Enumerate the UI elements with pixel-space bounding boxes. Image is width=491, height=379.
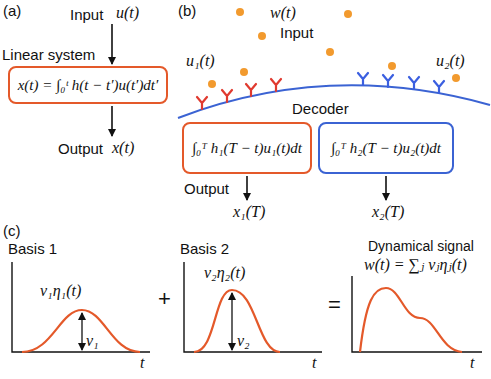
operator-sign: = bbox=[328, 292, 341, 317]
process-box: ∫₀ᵀ h₁(T − t)u₁(t)dt bbox=[182, 122, 312, 174]
axis bbox=[352, 276, 482, 352]
output-arrow bbox=[246, 176, 248, 200]
panel-label: (c) bbox=[3, 222, 21, 239]
process-box: ∫₀ᵀ h₂(T − t)u₂(t)dt bbox=[318, 122, 454, 174]
receptor bbox=[222, 90, 232, 102]
input-arrow bbox=[111, 24, 113, 64]
signal-curve bbox=[360, 288, 462, 352]
panel-label: (b) bbox=[178, 2, 196, 19]
formula-text: x(t) = ∫₀ᵗ h(t − t′)u(t′)dt′ bbox=[18, 77, 159, 94]
basis-curve bbox=[194, 290, 280, 352]
signal-name: x₂(T) bbox=[372, 203, 404, 221]
plot-axes bbox=[12, 262, 482, 352]
ligand-dots bbox=[208, 8, 460, 88]
basis-title: Basis 1 bbox=[8, 240, 57, 257]
axis-label: t bbox=[470, 354, 474, 372]
ligand-dot bbox=[388, 62, 396, 70]
amplitude-arrow bbox=[231, 293, 232, 350]
axis bbox=[184, 262, 322, 352]
io-label: Input bbox=[70, 6, 103, 23]
formula-text: ∫₀ᵀ h₂(T − t)u₂(t)dt bbox=[331, 140, 441, 157]
receptor bbox=[434, 81, 444, 93]
signal-name: u₁(t) bbox=[186, 52, 215, 70]
signal-title: Dynamical signal bbox=[368, 238, 474, 254]
output-arrow bbox=[111, 106, 113, 136]
signal-name: x₁(T) bbox=[233, 203, 265, 221]
blue-receptors bbox=[358, 73, 444, 93]
axis bbox=[12, 262, 150, 352]
signal-name: u(t) bbox=[116, 4, 139, 22]
red-receptors bbox=[197, 79, 281, 109]
receptor bbox=[409, 77, 419, 89]
decoder-label: Decoder bbox=[292, 100, 349, 117]
io-label: Output bbox=[58, 140, 103, 157]
ligand-dot bbox=[452, 74, 460, 82]
receptor bbox=[271, 79, 281, 91]
basis-title: Basis 2 bbox=[180, 240, 229, 257]
io-label: Input bbox=[280, 24, 313, 41]
system-label: Linear system bbox=[2, 46, 95, 63]
ligand-dot bbox=[258, 32, 266, 40]
ligand-dot bbox=[208, 80, 216, 88]
axis-label: t bbox=[140, 354, 144, 372]
receptor bbox=[246, 84, 256, 96]
axis-label: t bbox=[312, 354, 316, 372]
amplitude-label: v₁ bbox=[86, 332, 99, 350]
amplitude-label: v₂ bbox=[237, 332, 250, 350]
curve-label: v₁η₁(t) bbox=[40, 282, 81, 300]
ligand-dot bbox=[326, 48, 334, 56]
cell-membrane bbox=[178, 85, 490, 118]
basis-curve bbox=[22, 310, 140, 352]
formula-label: w(t) = ∑ⱼ vⱼηⱼ(t) bbox=[364, 256, 467, 274]
signal-name: w(t) bbox=[270, 4, 296, 22]
signal-name: x(t) bbox=[112, 139, 134, 157]
signal-name: u₂(t) bbox=[436, 52, 465, 70]
operator-sign: + bbox=[158, 286, 171, 311]
ligand-dot bbox=[344, 10, 352, 18]
panel-label: (a) bbox=[3, 2, 21, 19]
receptor bbox=[358, 73, 368, 85]
receptor bbox=[197, 97, 207, 109]
amplitude-arrow bbox=[81, 313, 82, 350]
curve-label: v₂η₂(t) bbox=[204, 264, 245, 282]
output-arrow bbox=[385, 176, 387, 200]
receptor bbox=[383, 75, 393, 87]
process-box: x(t) = ∫₀ᵗ h(t − t′)u(t′)dt′ bbox=[8, 66, 168, 104]
formula-text: ∫₀ᵀ h₁(T − t)u₁(t)dt bbox=[192, 140, 302, 157]
ligand-dot bbox=[240, 68, 248, 76]
io-label: Output bbox=[184, 180, 229, 197]
ligand-dot bbox=[236, 8, 244, 16]
